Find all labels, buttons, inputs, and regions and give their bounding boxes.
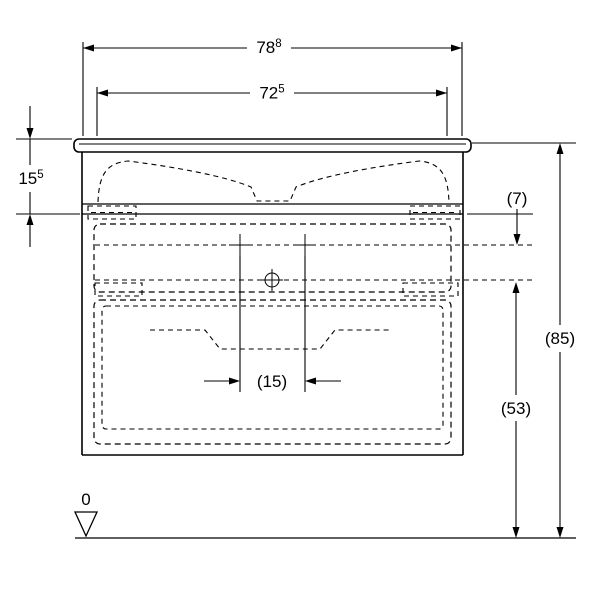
arrowhead-up bbox=[26, 214, 34, 225]
drain-connection-marker bbox=[261, 269, 283, 291]
datum-triangle-icon bbox=[73, 511, 99, 538]
dim-label-connection-spacing: (15) bbox=[257, 372, 287, 391]
drawers bbox=[93, 223, 452, 445]
dimension-apron-height: 155 bbox=[16, 106, 80, 247]
drain-circle bbox=[264, 272, 280, 288]
arrowhead-down bbox=[26, 128, 34, 139]
dimension-overall-height: (85) bbox=[472, 142, 576, 538]
water-connection-marker-left bbox=[229, 234, 251, 256]
washbasin-hidden-outline bbox=[97, 160, 450, 203]
bracket-top-left bbox=[87, 205, 137, 220]
arrowhead-right bbox=[436, 89, 447, 97]
arrowhead-up bbox=[512, 282, 520, 293]
lower-drawer-outline bbox=[93, 299, 452, 445]
counter-outline bbox=[73, 138, 472, 153]
arrowhead-left bbox=[83, 44, 94, 52]
dim-label-connection-gap: (7) bbox=[507, 189, 528, 208]
arrowhead-up bbox=[556, 143, 564, 154]
bracket-mid-right bbox=[402, 282, 459, 297]
connections bbox=[95, 234, 533, 392]
dim-label-apron-height: 155 bbox=[18, 169, 43, 188]
arrowhead-left bbox=[97, 89, 108, 97]
bracket-mid-left bbox=[94, 282, 143, 297]
dim-label-overall-height: (85) bbox=[545, 329, 575, 348]
dimension-basin-width: 725 bbox=[96, 84, 448, 136]
dimension-connection-spacing: (15) bbox=[204, 372, 341, 391]
dim-label-total-width: 788 bbox=[256, 38, 281, 57]
arrowhead-down bbox=[513, 234, 521, 245]
arrowhead-right bbox=[451, 44, 462, 52]
dim-label-connection-height: (53) bbox=[501, 399, 531, 418]
washbasin-counter bbox=[73, 138, 472, 153]
water-connection-marker-right bbox=[294, 234, 316, 256]
arrowhead-right bbox=[229, 377, 240, 385]
floor: 0 bbox=[73, 490, 576, 539]
drawer-recess-outline bbox=[150, 329, 390, 350]
arrowhead-down bbox=[512, 527, 520, 538]
dimension-total-width: 788 bbox=[82, 38, 463, 136]
cabinet-body bbox=[81, 152, 464, 456]
arrowhead-down bbox=[556, 527, 564, 538]
bracket-top-right bbox=[409, 205, 461, 220]
dimension-connection-height: (53) bbox=[501, 282, 531, 538]
mounting-brackets bbox=[87, 205, 461, 297]
dimension-connection-gap: (7) bbox=[467, 189, 533, 245]
arrowhead-left bbox=[305, 377, 316, 385]
floor-datum-label: 0 bbox=[81, 490, 90, 509]
upper-drawer-outline bbox=[93, 223, 452, 293]
lower-drawer-inner-outline bbox=[101, 305, 444, 430]
dim-label-basin-width: 725 bbox=[259, 84, 284, 103]
